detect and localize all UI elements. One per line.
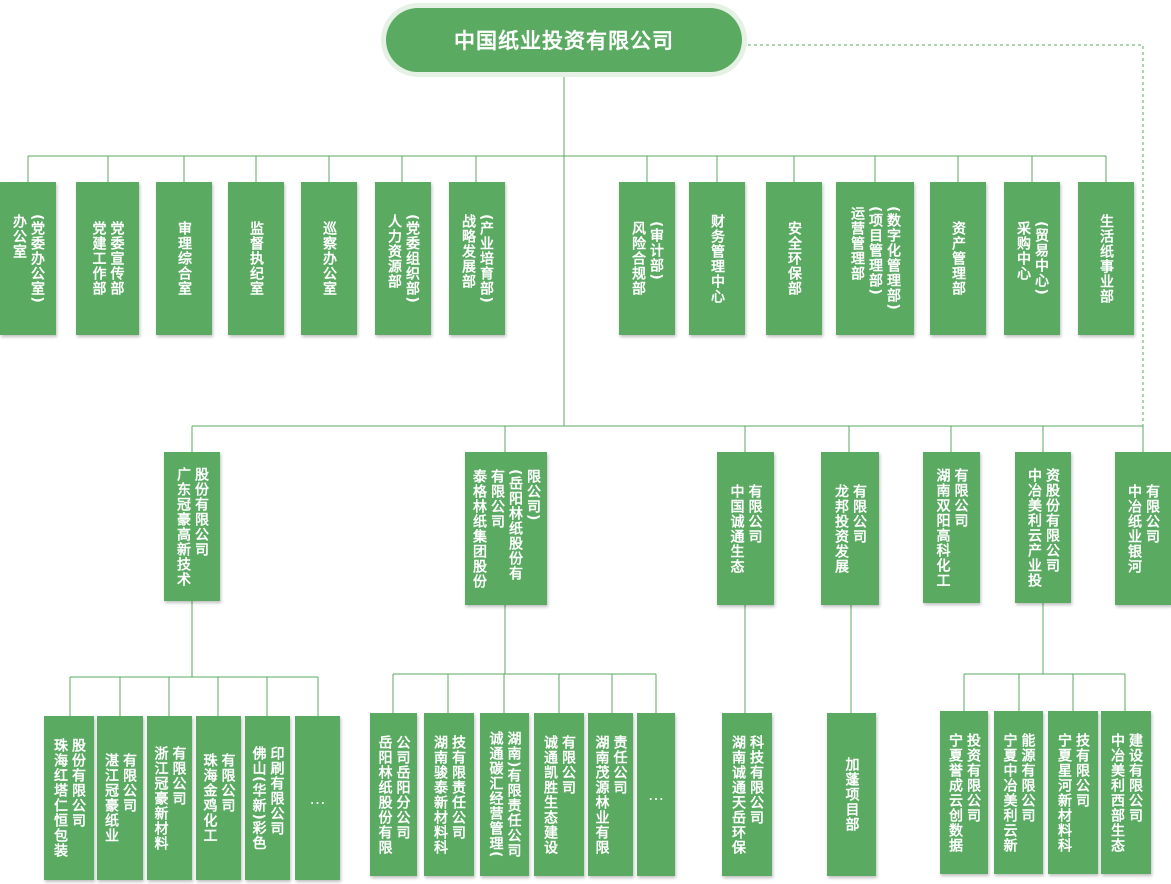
department-box-safety: 安全环保部 xyxy=(766,182,822,335)
affiliate-label: 有限公司 珠海金鸡化工 xyxy=(201,753,236,843)
department-box-party-building: 党委宣传部 党建工作部 xyxy=(76,182,139,335)
affiliate-box: 有限公司 诚通凯胜生态建设 xyxy=(534,713,584,876)
subsidiary-label: 有限公司 龙邦投资发展 xyxy=(833,483,867,574)
affiliate-label: 投资有限公司 宁夏誉成云创数据 xyxy=(947,732,981,853)
department-box-assets: 资产管理部 xyxy=(930,182,986,335)
subsidiary-box-longbang: 有限公司 龙邦投资发展 xyxy=(821,452,879,605)
department-box-audit-office: 审理综合室 xyxy=(156,182,212,335)
affiliate-label: 建设有限公司 中冶美利西部生态 xyxy=(1109,732,1143,853)
affiliate-label: 技有限公司 宁夏星河新材料科 xyxy=(1056,732,1090,853)
department-box-risk-compliance: (审计部) 风险合规部 xyxy=(619,182,675,335)
affiliate-box: 印刷有限公司 佛山(华新)彩色 xyxy=(245,716,290,880)
subsidiary-label: 股份有限公司 广东冠豪高新技术 xyxy=(175,466,209,587)
affiliate-label: 加蓬项目部 xyxy=(843,757,860,832)
affiliate-box: 责任公司 湖南茂源林业有限 xyxy=(588,713,633,876)
affiliate-box: 建设有限公司 中冶美利西部生态 xyxy=(1101,711,1151,874)
department-box-party-office: (党委办公室) 办公室 xyxy=(0,182,56,335)
affiliate-box: 有限公司 珠海金鸡化工 xyxy=(196,716,241,880)
affiliate-box: 有限公司 湛江冠豪纸业 xyxy=(97,716,143,880)
affiliate-label: 能源有限公司 宁夏中冶美利云新 xyxy=(1001,732,1036,853)
department-label: 审理综合室 xyxy=(176,221,192,296)
subsidiary-box-meiliyun: 资股份有限公司 中冶美利云产业投 xyxy=(1015,452,1071,603)
affiliate-label: 股份有限公司 珠海红塔仁恒包装 xyxy=(52,738,86,858)
department-label: 党委宣传部 党建工作部 xyxy=(90,221,125,296)
department-label: (党委办公室) 办公室 xyxy=(11,213,45,304)
root-company-node: 中国纸业投资有限公司 xyxy=(386,8,742,72)
department-box-procurement: (贸易中心) 采购中心 xyxy=(1004,182,1060,335)
department-box-finance: 财务管理中心 xyxy=(689,182,745,335)
more-ellipsis: … xyxy=(309,788,326,808)
department-box-strategy: (产业培育部) 战略发展部 xyxy=(449,182,505,335)
affiliate-box: 技有限公司 宁夏星河新材料科 xyxy=(1048,711,1098,874)
department-box-operations: (数字化管理部) (项目管理部) 运营管理部 xyxy=(836,182,914,335)
affiliate-label: 有限公司 浙江冠豪新材料 xyxy=(152,745,187,851)
department-label: (产业培育部) 战略发展部 xyxy=(460,213,494,304)
affiliate-box: 技有限责任公司 湖南骏泰新材料科 xyxy=(424,713,474,876)
affiliate-box: 股份有限公司 珠海红塔仁恒包装 xyxy=(44,716,94,880)
department-box-tissue: 生活纸事业部 xyxy=(1078,182,1134,335)
department-label: 生活纸事业部 xyxy=(1098,213,1114,304)
department-box-human-resources: (党委组织部) 人力资源部 xyxy=(375,182,431,335)
affiliate-label: 有限公司 湛江冠豪纸业 xyxy=(103,753,137,843)
department-box-discipline: 监督执纪室 xyxy=(228,182,284,335)
affiliate-box: 湖南)有限责任公司 诚通碳汇经营管理( xyxy=(480,713,529,876)
more-ellipsis: … xyxy=(648,785,664,804)
subsidiary-label: 有限公司 中国诚通生态 xyxy=(728,483,763,574)
affiliate-box: 有限公司 浙江冠豪新材料 xyxy=(147,716,192,880)
affiliate-box: 能源有限公司 宁夏中冶美利云新 xyxy=(994,711,1043,874)
department-label: 资产管理部 xyxy=(950,221,966,296)
affiliate-label: 科技有限公司 湖南诚通天岳环保 xyxy=(730,734,764,855)
affiliate-box: 公司岳阳分公司 岳阳林纸股份有限 xyxy=(370,713,417,876)
affiliate-box: 投资有限公司 宁夏誉成云创数据 xyxy=(940,711,988,874)
subsidiary-box-yinhe: 有限公司 中冶纸业银河 xyxy=(1115,452,1171,605)
subsidiary-box-shuangyang: 有限公司 湖南双阳高科化工 xyxy=(923,452,980,603)
affiliate-label: 印刷有限公司 佛山(华新)彩色 xyxy=(250,745,285,851)
subsidiary-box-tiger-forest: 限公司) (岳阳林纸股份有 有限公司 泰格林纸集团股份 xyxy=(465,452,547,605)
department-label: (数字化管理部) (项目管理部) 运营管理部 xyxy=(849,206,901,311)
department-label: 监督执纪室 xyxy=(248,221,264,296)
subsidiary-box-guanhao: 股份有限公司 广东冠豪高新技术 xyxy=(164,452,220,601)
affiliate-box: 科技有限公司 湖南诚通天岳环保 xyxy=(722,713,772,876)
department-label: (审计部) 风险合规部 xyxy=(630,221,664,296)
subsidiary-label: 限公司) (岳阳林纸股份有 有限公司 泰格林纸集团股份 xyxy=(471,468,541,589)
department-label: (贸易中心) 采购中心 xyxy=(1015,221,1049,296)
affiliate-label: 技有限责任公司 湖南骏泰新材料科 xyxy=(432,734,466,855)
department-label: 财务管理中心 xyxy=(709,213,725,304)
subsidiary-label: 有限公司 湖南双阳高科化工 xyxy=(934,467,969,588)
affiliate-label: 公司岳阳分公司 岳阳林纸股份有限 xyxy=(376,734,411,855)
subsidiary-box-chengtong-eco: 有限公司 中国诚通生态 xyxy=(717,452,774,605)
affiliate-box-more: … xyxy=(295,716,340,880)
department-label: (党委组织部) 人力资源部 xyxy=(386,213,420,304)
affiliate-label: 责任公司 湖南茂源林业有限 xyxy=(593,734,628,855)
affiliate-box: 加蓬项目部 xyxy=(827,713,876,876)
affiliate-label: 有限公司 诚通凯胜生态建设 xyxy=(542,734,576,855)
department-label: 安全环保部 xyxy=(786,221,802,296)
department-label: 巡察办公室 xyxy=(321,221,337,296)
subsidiary-label: 资股份有限公司 中冶美利云产业投 xyxy=(1026,467,1060,588)
affiliate-label: 湖南)有限责任公司 诚通碳汇经营管理( xyxy=(487,730,522,859)
department-box-inspection: 巡察办公室 xyxy=(301,182,357,335)
affiliate-box-more: … xyxy=(637,713,675,876)
subsidiary-label: 有限公司 中冶纸业银河 xyxy=(1126,483,1160,574)
